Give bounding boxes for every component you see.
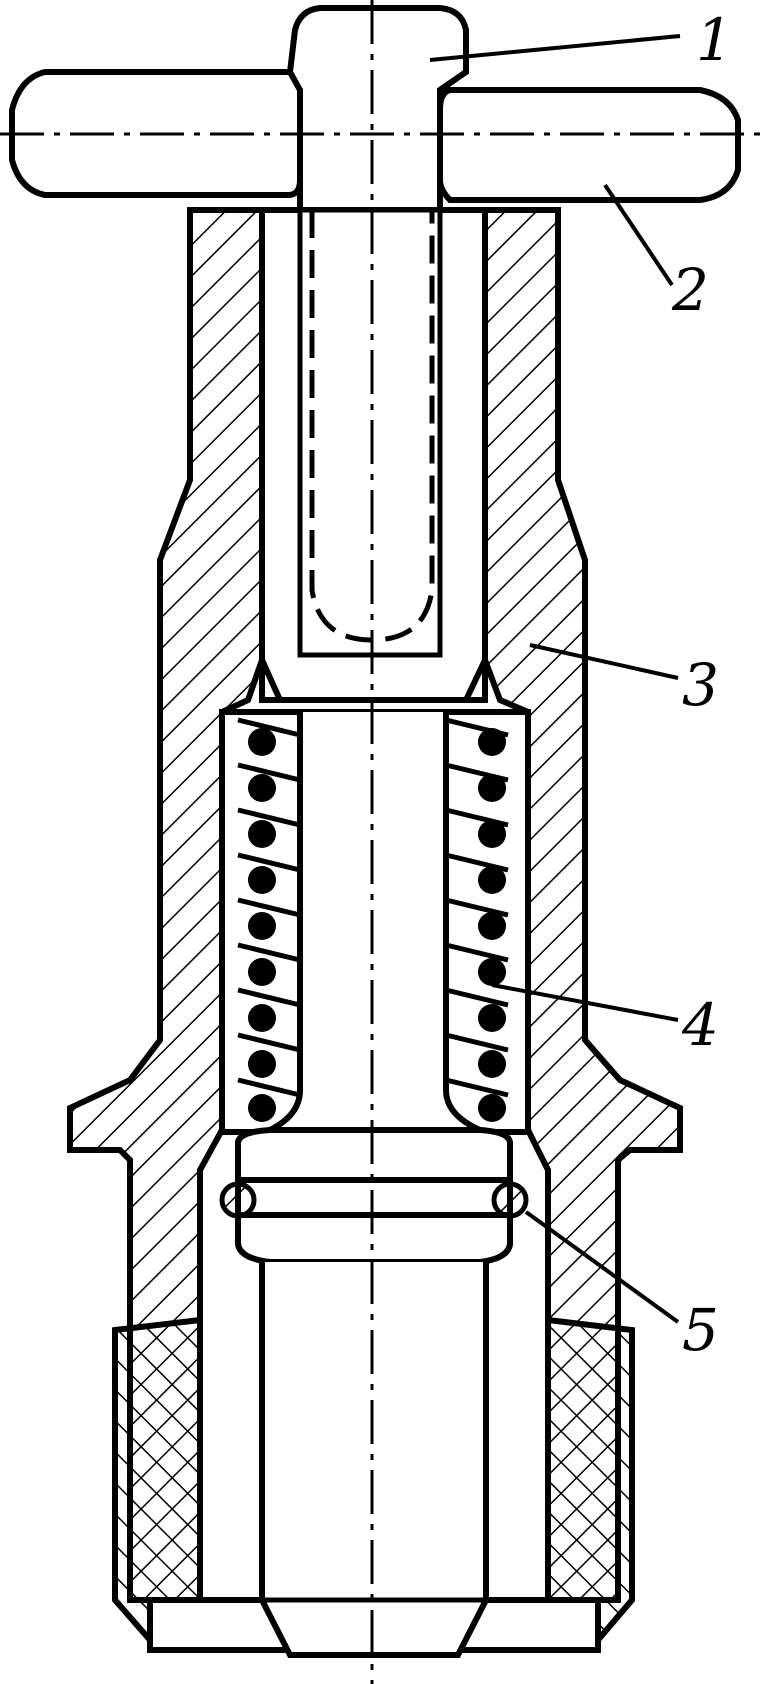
- pin-stem: [268, 712, 482, 1133]
- thread-left: [112, 1316, 203, 1645]
- label-3: 3: [682, 651, 719, 719]
- piston-collar: [234, 1127, 514, 1265]
- t-handle-right: [437, 87, 741, 203]
- compression-spring: [237, 717, 509, 1098]
- plunger-pin-inner: [297, 207, 443, 658]
- leader-lines: [429, 34, 681, 1324]
- plunger-pin-tip: [259, 1262, 489, 1658]
- retaining-ring-right: [491, 1181, 529, 1219]
- label-5: 5: [682, 1296, 719, 1364]
- label-2: 2: [671, 256, 709, 324]
- label-1: 1: [696, 6, 733, 74]
- thread-right: [545, 1316, 635, 1645]
- label-4: 4: [681, 991, 719, 1059]
- retaining-ring-left: [219, 1181, 257, 1219]
- spring-coil-sections: [248, 728, 506, 1122]
- plunger-pin-head: [286, 5, 469, 213]
